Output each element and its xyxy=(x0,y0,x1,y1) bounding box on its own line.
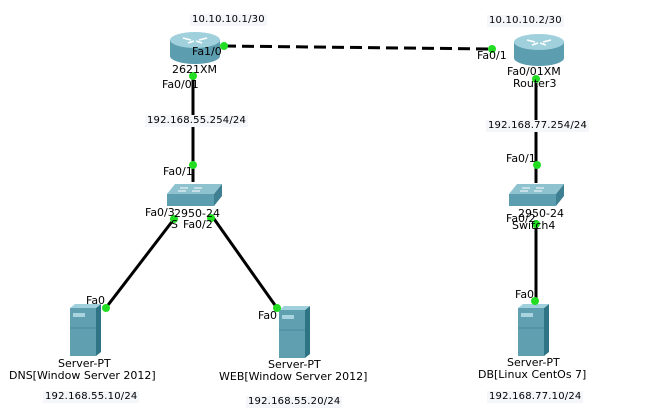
db-ip: 192.168.77.10/24 xyxy=(487,391,584,403)
server-icon[interactable] xyxy=(518,304,549,356)
router-icon[interactable] xyxy=(514,34,564,66)
dns-ip: 192.168.55.10/24 xyxy=(43,391,140,403)
right-lan-gateway: 192.168.77.254/24 xyxy=(486,120,590,132)
port-label: Fa1/0 xyxy=(192,45,222,58)
db-name: DB[Linux CentOs 7] xyxy=(478,368,587,381)
port-up-dot xyxy=(189,72,197,80)
server-icon[interactable] xyxy=(70,304,101,356)
port-label: Fa0 xyxy=(86,294,106,307)
port-label: Fa0/3 xyxy=(145,206,175,219)
port-up-dot xyxy=(532,75,540,83)
router-left-model: 2621XM xyxy=(172,63,218,76)
switch-icon[interactable] xyxy=(167,184,222,206)
port-up-dot xyxy=(189,161,197,169)
port-up-dot xyxy=(220,42,228,50)
router-right-name: Router3 xyxy=(513,77,557,90)
switch-icon[interactable] xyxy=(509,184,564,206)
server-icon[interactable] xyxy=(279,306,310,358)
web-name: WEB[Window Server 2012] xyxy=(219,370,368,383)
router-right-model: Fa0/01XM xyxy=(507,65,561,78)
port-up-dot xyxy=(102,304,110,312)
db-type: Server-PT xyxy=(507,356,560,369)
web-type: Server-PT xyxy=(268,358,321,371)
port-label: Fa0/01 xyxy=(162,78,199,91)
port-up-dot xyxy=(170,215,178,223)
switch-left-model: 2950-24 xyxy=(174,207,220,220)
port-up-dot xyxy=(533,161,541,169)
port-up-dot xyxy=(273,304,281,312)
left-lan-gateway: 192.168.55.254/24 xyxy=(145,115,249,127)
link-switch-left-web[interactable] xyxy=(210,215,279,309)
port-up-dot xyxy=(531,297,539,305)
port-status-dots xyxy=(102,42,541,312)
switch-right-model: 2950-24 xyxy=(518,207,564,220)
port-label: Fa0/1 xyxy=(163,165,193,178)
port-label: Fa0/1 xyxy=(506,152,536,165)
router-icon[interactable] xyxy=(170,32,220,64)
dns-type: Server-PT xyxy=(58,357,111,370)
switch-right-name: Switch4 xyxy=(512,219,556,232)
dns-name: DNS[Window Server 2012] xyxy=(9,369,156,382)
port-label: Fa0/2 xyxy=(506,212,536,225)
port-label: Fa0/2 xyxy=(183,218,213,231)
port-label: Fa0/1 xyxy=(477,49,507,62)
link-switch-left-dns[interactable] xyxy=(103,218,176,310)
switch-left-name: S xyxy=(171,218,178,231)
router-left-ip: 10.10.10.1/30 xyxy=(190,14,267,26)
port-label: Fa0 xyxy=(515,288,535,301)
port-label: Fa0 xyxy=(258,309,278,322)
router-right-ip: 10.10.10.2/30 xyxy=(487,15,564,27)
port-up-dot xyxy=(207,214,215,222)
port-up-dot xyxy=(488,45,496,53)
web-ip: 192.168.55.20/24 xyxy=(246,396,343,408)
wan-link[interactable] xyxy=(223,44,493,51)
port-up-dot xyxy=(532,220,540,228)
